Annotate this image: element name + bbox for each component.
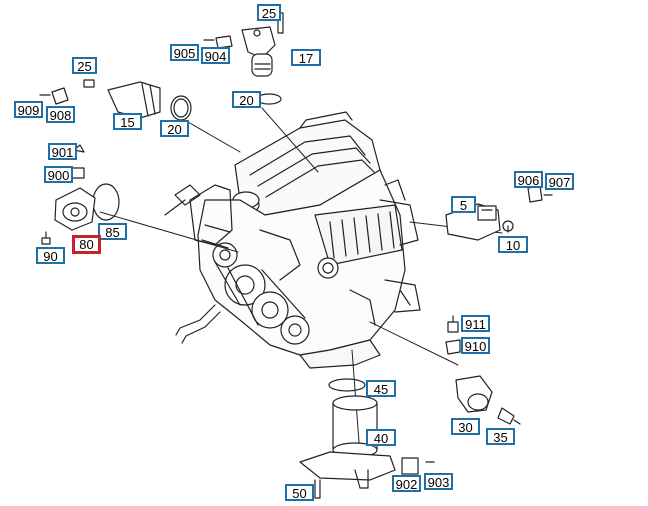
part-label-30[interactable]: 30 <box>451 418 480 435</box>
part-label-20-top[interactable]: 20 <box>232 91 261 108</box>
part-label-908[interactable]: 908 <box>46 106 75 123</box>
part-label-907[interactable]: 907 <box>545 173 574 190</box>
sensor-30 <box>445 315 521 425</box>
part-label-45[interactable]: 45 <box>366 380 396 397</box>
part-label-901[interactable]: 901 <box>48 143 77 160</box>
part-label-905[interactable]: 905 <box>170 44 199 61</box>
part-label-85[interactable]: 85 <box>98 223 127 240</box>
sensor-5 <box>445 185 553 241</box>
part-label-903[interactable]: 903 <box>424 473 453 490</box>
part-label-911[interactable]: 911 <box>461 315 490 332</box>
part-label-909[interactable]: 909 <box>14 101 43 118</box>
sensor-17 <box>203 12 284 77</box>
part-label-904[interactable]: 904 <box>201 47 230 64</box>
part-label-80-selected[interactable]: 80 <box>72 235 101 254</box>
filter-housing-40 <box>299 378 435 499</box>
part-label-20-left[interactable]: 20 <box>160 120 189 137</box>
part-label-15[interactable]: 15 <box>113 113 142 130</box>
part-label-900[interactable]: 900 <box>44 166 73 183</box>
part-label-25-left[interactable]: 25 <box>72 57 97 74</box>
part-label-5[interactable]: 5 <box>451 196 476 213</box>
part-label-10[interactable]: 10 <box>498 236 528 253</box>
part-label-906[interactable]: 906 <box>514 171 543 188</box>
sensor-15 <box>39 79 161 119</box>
part-label-40[interactable]: 40 <box>366 429 396 446</box>
part-label-902[interactable]: 902 <box>392 475 421 492</box>
part-label-25-top[interactable]: 25 <box>257 4 281 21</box>
part-label-17[interactable]: 17 <box>291 49 321 66</box>
part-label-90[interactable]: 90 <box>36 247 65 264</box>
part-label-50[interactable]: 50 <box>285 484 314 501</box>
part-label-910[interactable]: 910 <box>461 337 490 354</box>
engine-block <box>164 111 421 369</box>
part-label-35[interactable]: 35 <box>486 428 515 445</box>
